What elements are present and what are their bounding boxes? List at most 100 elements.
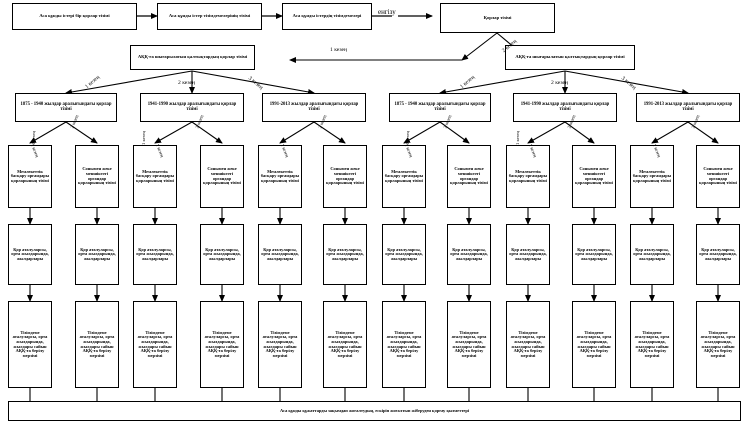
node-label: АҚҚ-ға шығарылатын қалтықтардың қорлар т… <box>515 54 625 60</box>
node-tiz-3[interactable]: Тізімдеме аталуларсы, орта жылдарында, ж… <box>133 301 177 388</box>
node-kor-2[interactable]: Қор аталуларсы, орта жылдарында, жылдарл… <box>75 224 119 285</box>
node-label: Қорлар тізімі <box>483 14 512 20</box>
node-label: 1941-1990 жылдар аралығындағы қорлар тіз… <box>520 101 610 112</box>
node-korlar-tizimi[interactable]: Қорлар тізімі <box>440 3 555 33</box>
node-label: Тізімдеме аталуларсы, орта жылдарында, ж… <box>262 329 298 358</box>
node-org-state-4[interactable]: Мемлекеттік басқару органдары қорларының… <box>382 145 426 208</box>
node-label: Тізімдеме аталуларсы, орта жылдарында, ж… <box>576 329 612 358</box>
node-label: Қор аталуларсы, орта жылдарында, жылдарл… <box>385 246 423 261</box>
node-label: 1875 - 1940 жылдар аралығындағы қорлар т… <box>20 101 112 112</box>
node-label: Тізімдеме аталуларсы, орта жылдарында, ж… <box>510 329 546 358</box>
node-kor-5[interactable]: Қор аталуларсы, орта жылдарында, жылдарл… <box>258 224 302 285</box>
node-bottom-summary[interactable]: Аса құнды құжаттарды зақымдап жоғалтудың… <box>8 401 741 421</box>
node-label: Аса құнды істері бір қорлар тізімі <box>39 13 110 19</box>
node-kor-7[interactable]: Қор аталуларсы, орта жылдарында, жылдарл… <box>382 224 426 285</box>
node-tiz-2[interactable]: Тізімдеме аталуларсы, орта жылдарында, ж… <box>75 301 119 388</box>
node-tiz-6[interactable]: Тізімдеме аталуларсы, орта жылдарында, ж… <box>323 301 367 388</box>
node-year-5[interactable]: 1941-1990 жылдар аралығындағы қорлар тіз… <box>513 93 617 122</box>
node-kor-4[interactable]: Қор аталуларсы, орта жылдарында, жылдарл… <box>200 224 244 285</box>
node-label: Сонымен жеке меншіктегі органдар қорлары… <box>575 166 613 186</box>
node-org-state-3[interactable]: Мемлекеттік басқару органдары қорларының… <box>258 145 302 208</box>
node-label: Қор аталуларсы, орта жылдарында, жылдарл… <box>699 246 737 261</box>
node-tiz-10[interactable]: Тізімдеме аталуларсы, орта жылдарында, ж… <box>572 301 616 388</box>
node-year-3[interactable]: 1991-2013 жылдар аралығындағы қорлар тіз… <box>262 93 366 122</box>
node-aca-kundy-bir-korlar[interactable]: Аса құнды істері бір қорлар тізімі <box>12 3 137 30</box>
node-tizimdemeler[interactable]: Аса құнды істердің тізімдемелері <box>282 3 372 30</box>
node-org-state-2[interactable]: Мемлекеттік басқару органдары қорларының… <box>133 145 177 208</box>
node-label: Қор аталуларсы, орта жылдарында, жылдарл… <box>11 246 49 261</box>
node-kor-3[interactable]: Қор аталуларсы, орта жылдарында, жылдарл… <box>133 224 177 285</box>
node-kor-1[interactable]: Қор аталуларсы, орта жылдарында, жылдарл… <box>8 224 52 285</box>
node-akk-left[interactable]: АҚҚ-ға шығарылатын қалтықтардың қорлар т… <box>130 45 255 70</box>
edge-label-enter: енгізу <box>378 8 396 16</box>
node-label: Сонымен жеке меншіктегі органдар қорлары… <box>699 166 737 186</box>
node-label: 1875 - 1940 жылдар аралығындағы қорлар т… <box>394 101 486 112</box>
node-label: Қор аталуларсы, орта жылдарында, жылдарл… <box>575 246 613 261</box>
node-year-2[interactable]: 1941-1990 жылдар аралығындағы қорлар тіз… <box>140 93 244 122</box>
node-org-private-3[interactable]: Сонымен жеке меншіктегі органдар қорлары… <box>323 145 367 208</box>
stage-label-vertical-2: 1 кезең <box>141 131 146 145</box>
node-tiz-4[interactable]: Тізімдеме аталуларсы, орта жылдарында, ж… <box>200 301 244 388</box>
node-tiz-12[interactable]: Тізімдеме аталуларсы, орта жылдарында, ж… <box>696 301 740 388</box>
node-label: Мемлекеттік басқару органдары қорларының… <box>260 168 300 183</box>
node-tiz-7[interactable]: Тізімдеме аталуларсы, орта жылдарында, ж… <box>382 301 426 388</box>
node-label: Сонымен жеке меншіктегі органдар қорлары… <box>450 166 488 186</box>
node-label: Сонымен жеке меншіктегі органдар қорлары… <box>326 166 364 186</box>
node-tiz-5[interactable]: Тізімдеме аталуларсы, орта жылдарында, ж… <box>258 301 302 388</box>
node-org-private-4[interactable]: Сонымен жеке меншіктегі органдар қорлары… <box>447 145 491 208</box>
node-org-private-2[interactable]: Сонымен жеке меншіктегі органдар қорлары… <box>200 145 244 208</box>
stage-label-2-y5: 2 кезең <box>551 80 569 86</box>
node-label: Қор аталуларсы, орта жылдарында, жылдарл… <box>326 246 364 261</box>
node-kor-6[interactable]: Қор аталуларсы, орта жылдарында, жылдарл… <box>323 224 367 285</box>
node-label: Қор аталуларсы, орта жылдарында, жылдарл… <box>509 246 547 261</box>
node-tiz-11[interactable]: Тізімдеме аталуларсы, орта жылдарында, ж… <box>630 301 674 388</box>
node-kor-11[interactable]: Қор аталуларсы, орта жылдарында, жылдарл… <box>630 224 674 285</box>
node-label: Мемлекеттік басқару органдары қорларының… <box>384 168 424 183</box>
node-label: Мемлекеттік басқару органдары қорларының… <box>508 168 548 183</box>
node-label: Тізімдеме аталуларсы, орта жылдарында, ж… <box>634 329 670 358</box>
node-label: 1991-2013 жылдар аралығындағы қорлар тіз… <box>643 101 733 112</box>
node-label: Мемлекеттік басқару органдары қорларының… <box>632 168 672 183</box>
node-label: АҚҚ-ға шығарылатын қалтықтардың қорлар т… <box>137 54 248 60</box>
stage-label-vertical-3: 1 кезең <box>405 131 410 145</box>
node-label: Тізімдеме аталуларсы, орта жылдарында, ж… <box>79 329 115 358</box>
stage-label-vertical-1: 1 кезең <box>31 131 36 145</box>
node-label: Тізімдеме аталуларсы, орта жылдарында, ж… <box>137 329 173 358</box>
node-year-4[interactable]: 1875 - 1940 жылдар аралығындағы қорлар т… <box>389 93 491 122</box>
node-label: Қор аталуларсы, орта жылдарында, жылдарл… <box>261 246 299 261</box>
node-label: Қор аталуларсы, орта жылдарында, жылдарл… <box>633 246 671 261</box>
node-label: Тізімдеме аталуларсы, орта жылдарында, ж… <box>204 329 240 358</box>
node-label: Мемлекеттік басқару органдары қорларының… <box>135 168 175 183</box>
node-label: Тізімдеме аталуларсы, орта жылдарында, ж… <box>700 329 736 358</box>
node-org-state-1[interactable]: Мемлекеттік басқару органдары қорларының… <box>8 145 52 208</box>
node-label: Сонымен жеке меншіктегі органдар қорлары… <box>78 166 116 186</box>
node-label: Тізімдеме аталуларсы, орта жылдарында, ж… <box>386 329 422 358</box>
node-org-state-5[interactable]: Мемлекеттік басқару органдары қорларының… <box>506 145 550 208</box>
node-org-private-1[interactable]: Сонымен жеке меншіктегі органдар қорлары… <box>75 145 119 208</box>
node-tiz-1[interactable]: Тізімдеме аталуларсы, орта жылдарында, ж… <box>8 301 52 388</box>
node-akk-right[interactable]: АҚҚ-ға шығарылатын қалтықтардың қорлар т… <box>505 45 635 70</box>
node-org-state-6[interactable]: Мемлекеттік басқару органдары қорларының… <box>630 145 674 208</box>
node-org-private-5[interactable]: Сонымен жеке меншіктегі органдар қорлары… <box>572 145 616 208</box>
node-label: 1941-1990 жылдар аралығындағы қорлар тіз… <box>147 101 237 112</box>
node-kor-10[interactable]: Қор аталуларсы, орта жылдарында, жылдарл… <box>572 224 616 285</box>
node-tiz-8[interactable]: Тізімдеме аталуларсы, орта жылдарында, ж… <box>447 301 491 388</box>
node-kor-12[interactable]: Қор аталуларсы, орта жылдарында, жылдарл… <box>696 224 740 285</box>
stage-label-1-left: 1 кезең <box>330 47 348 53</box>
node-kor-9[interactable]: Қор аталуларсы, орта жылдарында, жылдарл… <box>506 224 550 285</box>
node-year-6[interactable]: 1991-2013 жылдар аралығындағы қорлар тіз… <box>636 93 740 122</box>
node-org-private-6[interactable]: Сонымен жеке меншіктегі органдар қорлары… <box>696 145 740 208</box>
node-label: Сонымен жеке меншіктегі органдар қорлары… <box>203 166 241 186</box>
node-year-1[interactable]: 1875 - 1940 жылдар аралығындағы қорлар т… <box>15 93 117 122</box>
node-tiz-9[interactable]: Тізімдеме аталуларсы, орта жылдарында, ж… <box>506 301 550 388</box>
node-label: Аса құнды құжаттарды зақымдап жоғалтудың… <box>280 407 469 413</box>
node-label: Тізімдеме аталуларсы, орта жылдарында, ж… <box>451 329 487 358</box>
node-tizimdeme-tizimi[interactable]: Аса құнды істер тізімдемелерінің тізімі <box>157 3 262 30</box>
stage-label-2-y2: 2 кезең <box>178 80 196 86</box>
node-label: Қор аталуларсы, орта жылдарында, жылдарл… <box>78 246 116 261</box>
node-label: Тізімдеме аталуларсы, орта жылдарында, ж… <box>12 329 48 358</box>
node-label: 1991-2013 жылдар аралығындағы қорлар тіз… <box>269 101 359 112</box>
node-label: Қор аталуларсы, орта жылдарында, жылдарл… <box>450 246 488 261</box>
node-kor-8[interactable]: Қор аталуларсы, орта жылдарында, жылдарл… <box>447 224 491 285</box>
